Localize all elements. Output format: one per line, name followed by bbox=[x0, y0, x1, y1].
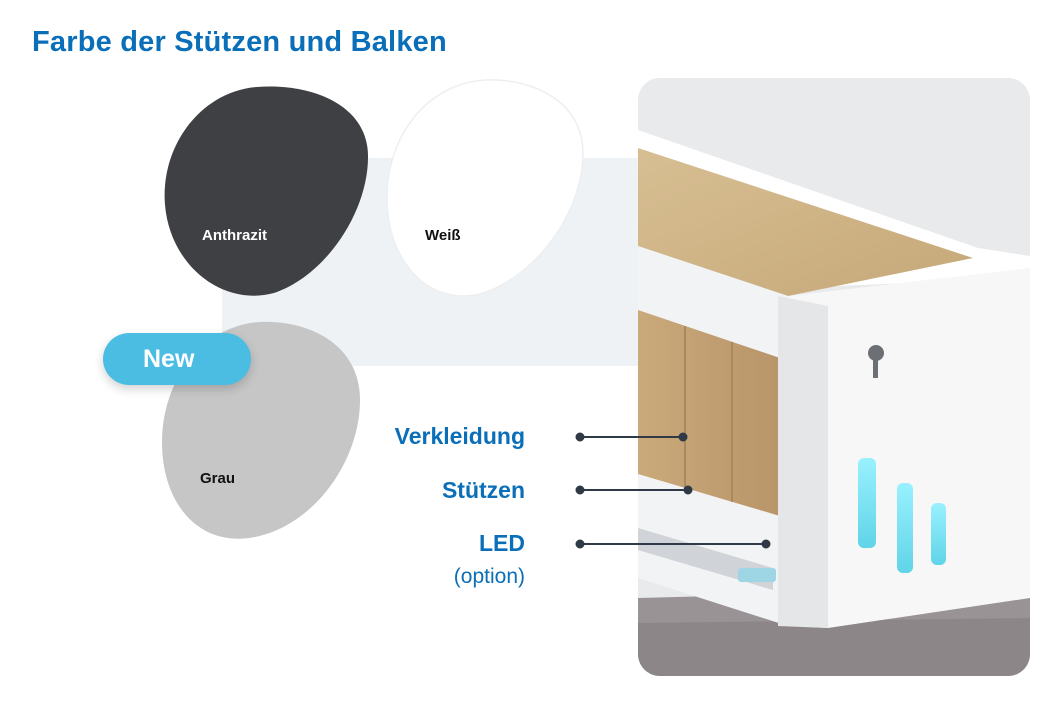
swatch-label-weiss: Weiß bbox=[425, 227, 461, 244]
swatch-blob-shape bbox=[386, 79, 584, 297]
new-badge: New bbox=[103, 333, 251, 385]
label-led-option: (option) bbox=[453, 565, 525, 588]
swatch-label-grau: Grau bbox=[200, 470, 236, 487]
product-photo bbox=[638, 78, 1030, 676]
page-title: Farbe der Stützen und Balken bbox=[32, 26, 447, 58]
label-led: LED bbox=[479, 530, 525, 556]
label-verkleidung: Verkleidung bbox=[394, 423, 525, 449]
swatch-blob-shape bbox=[164, 86, 369, 296]
color-swatch-weiss[interactable]: Weiß bbox=[385, 78, 590, 298]
swatch-label-anthrazit: Anthrazit bbox=[202, 227, 267, 244]
label-stuetzen: Stützen bbox=[441, 477, 525, 503]
color-swatch-anthrazit[interactable]: Anthrazit bbox=[162, 85, 372, 297]
